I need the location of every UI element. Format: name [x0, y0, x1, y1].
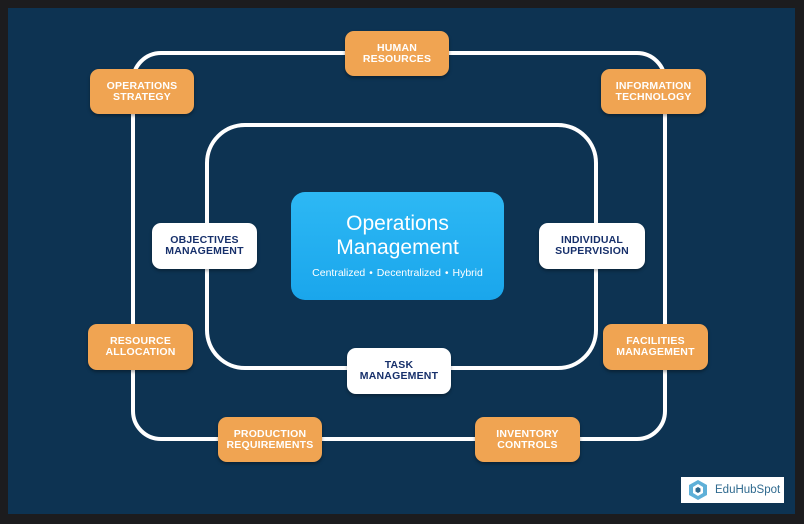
bullet-icon: •: [369, 267, 373, 279]
center-type-centralized: Centralized: [312, 267, 366, 279]
center-type-hybrid: Hybrid: [452, 267, 483, 279]
node-task-management: TASK MANAGEMENT: [347, 348, 451, 394]
node-resource-allocation: RESOURCE ALLOCATION: [88, 324, 193, 370]
center-types: Centralized • Decentralized • Hybrid: [291, 267, 504, 279]
bullet-icon: •: [444, 267, 449, 279]
node-production-requirements: PRODUCTION REQUIREMENTS: [218, 417, 322, 462]
node-inventory-controls: INVENTORY CONTROLS: [475, 417, 580, 462]
logo-text: EduHubSpot: [715, 484, 781, 496]
node-facilities-management: FACILITIES MANAGEMENT: [603, 324, 708, 370]
logo: EduHubSpot: [681, 477, 784, 503]
node-human-resources: HUMAN RESOURCES: [345, 31, 449, 76]
node-objectives-management: OBJECTIVES MANAGEMENT: [152, 223, 257, 269]
diagram-canvas: HUMAN RESOURCES OPERATIONS STRATEGY INFO…: [8, 8, 795, 514]
center-title: Operations Management: [336, 212, 459, 259]
node-individual-supervision: INDIVIDUAL SUPERVISION: [539, 223, 645, 269]
edu-hub-spot-logo-icon: [689, 480, 707, 500]
node-information-technology: INFORMATION TECHNOLOGY: [601, 69, 706, 114]
center-type-decentralized: Decentralized: [376, 267, 441, 279]
node-operations-strategy: OPERATIONS STRATEGY: [90, 69, 194, 114]
center-node: Operations Management Centralized • Dece…: [291, 192, 504, 300]
